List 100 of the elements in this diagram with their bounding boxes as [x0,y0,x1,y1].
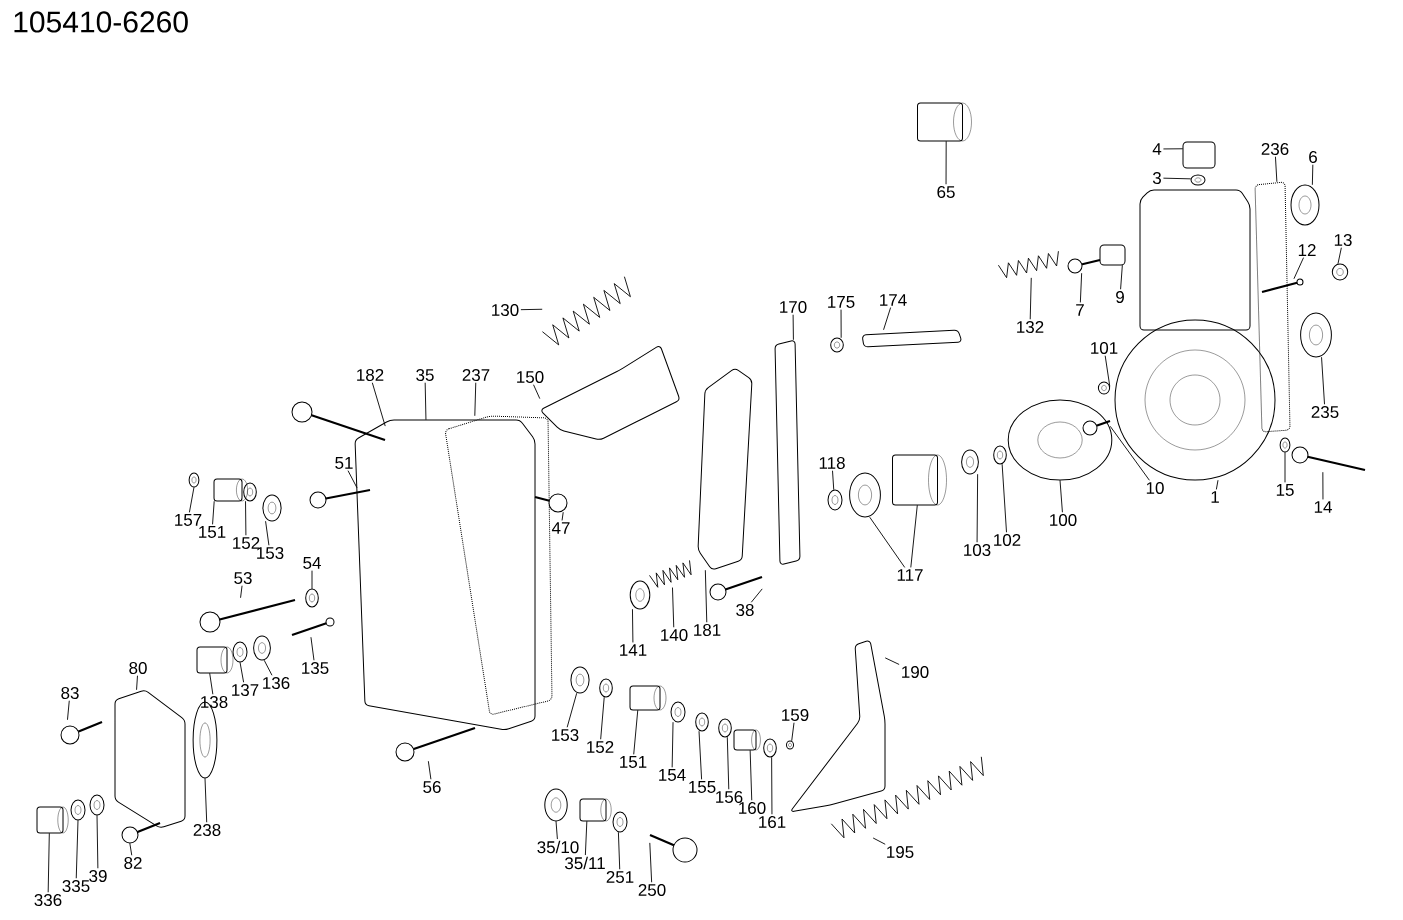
washer [70,799,86,821]
leader-line [1322,471,1324,500]
washer [1279,437,1291,453]
washer [599,678,613,698]
callout-number: 4 [1152,143,1162,155]
plate-part [774,340,801,565]
callout-number: 103 [964,544,991,556]
washer [1190,174,1206,186]
callout-number: 47 [551,522,570,534]
plate-part [1099,244,1126,266]
bolt [395,726,476,762]
callout-number: 10 [1146,482,1164,494]
callout-number: 238 [193,824,221,836]
leader-line [188,486,195,513]
washer [544,788,568,822]
leader-line [771,756,773,815]
leader-line [1321,356,1325,405]
leader-line [750,588,763,603]
washer [827,489,843,511]
callout-number: 35/10 [537,840,579,854]
washer [718,718,732,738]
callout-number: 152 [587,741,614,753]
callout-number: 130 [492,304,519,316]
leader-line [129,842,133,856]
leader-line [672,587,675,628]
washer [1331,263,1349,281]
sleeve [733,729,761,751]
leader-line [520,308,543,311]
bolt [1067,258,1101,274]
callout-number: 153 [552,729,579,741]
leader-line [832,470,835,491]
callout-number: 181 [694,624,721,636]
leader-line [240,585,243,599]
sleeve [917,102,972,142]
leader-line [555,820,558,840]
callout-number: 100 [1050,514,1077,526]
washer [993,445,1007,465]
leader-line [1163,148,1184,150]
washer [695,712,709,732]
callout-number: 53 [234,572,252,584]
callout-number: 175 [828,296,855,308]
leader-line [883,307,892,331]
callout-number: 102 [994,534,1021,546]
gasket [445,415,553,715]
callout-number: 80 [129,662,147,674]
leader-line [371,382,386,427]
leader-line [1337,247,1342,265]
washer [612,811,628,833]
callout-number: 83 [61,687,79,699]
plate-part [697,368,753,570]
spring [997,250,1059,279]
leader-line [1215,479,1219,490]
leader-line [561,511,564,521]
callout-number: 170 [780,301,807,313]
bolt [709,575,763,601]
callout-number: 235 [1311,406,1339,418]
callout-number: 195 [887,846,914,858]
leader-line [632,608,634,643]
callout-number: 13 [1334,234,1352,246]
leader-line [1001,463,1007,533]
callout-number: 140 [661,629,688,641]
leader-line [617,831,621,870]
callout-number: 141 [620,644,647,656]
leader-line [600,696,605,740]
leader-line [792,314,794,341]
callout-number: 132 [1017,321,1044,333]
sleeve [579,798,612,822]
leader-line [1029,277,1032,320]
bolt [1082,419,1111,436]
callout-number: 51 [335,457,353,469]
leader-line [1109,425,1150,481]
callout-number: 65 [937,186,955,198]
callout-number: 251 [606,871,634,883]
leader-line [726,736,730,790]
washer [629,580,651,610]
callout-number: 150 [517,371,544,383]
washer [763,738,777,758]
leader-line [698,730,703,780]
callout-number: 182 [357,369,384,381]
title: 105410-6260 [14,11,188,33]
spring [649,559,692,588]
sleeve [196,646,234,674]
gasket [1254,181,1291,433]
callout-number: 157 [175,514,202,526]
callout-number: 250 [638,884,666,896]
leader-line [749,749,753,801]
callout-number: 135 [302,662,329,674]
leader-line [245,500,247,536]
callout-number: 237 [462,369,490,381]
callout-number: 153 [257,547,284,559]
callout-number: 38 [736,604,754,616]
callout-number: 154 [659,769,686,781]
washer [262,494,282,522]
leader-line [310,636,315,661]
leader-line [1293,257,1304,280]
callout-number: 3 [1152,172,1161,184]
callout-number: 151 [199,526,226,538]
bolt [1291,446,1366,472]
leader-line [1120,264,1123,290]
leader-line [311,570,313,590]
